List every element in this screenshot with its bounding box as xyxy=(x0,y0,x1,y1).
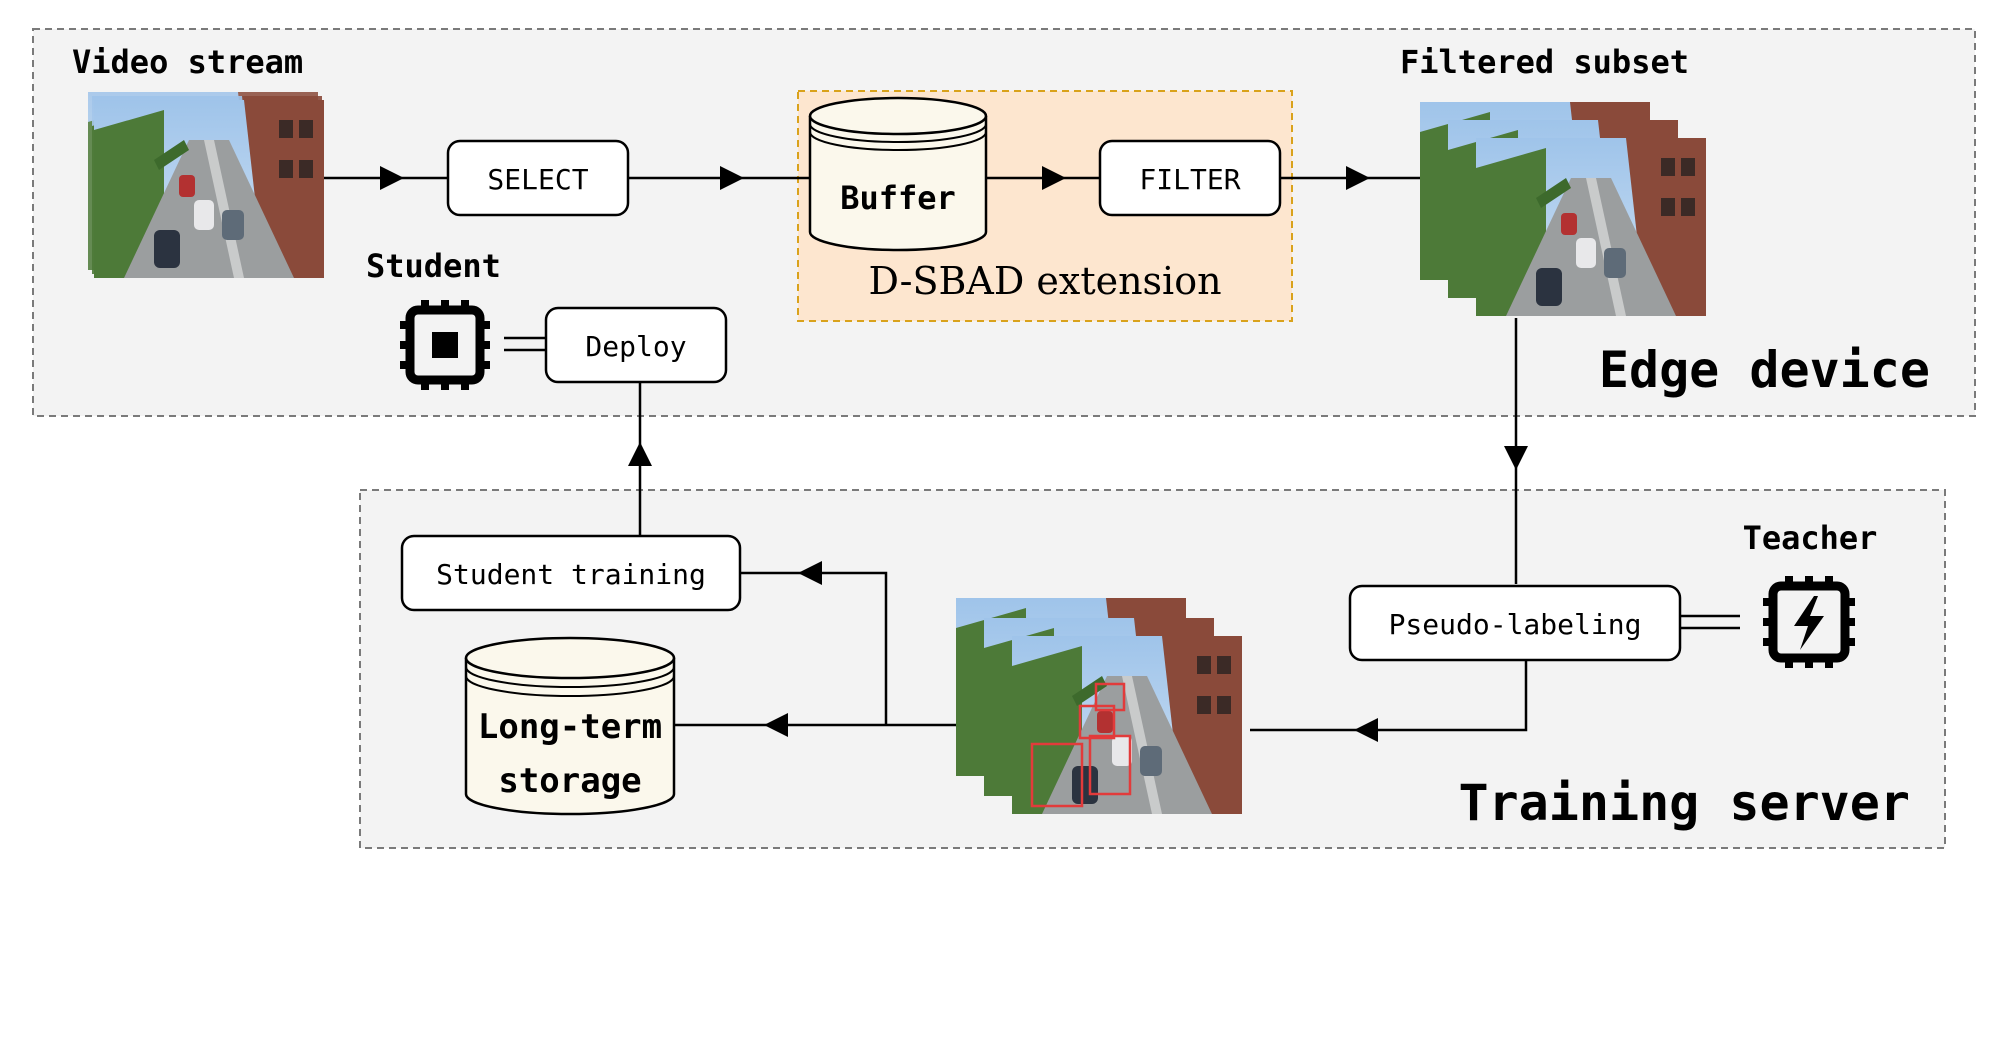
arrowhead-training-to-deploy xyxy=(628,442,652,466)
filter-label: FILTER xyxy=(1139,163,1240,196)
arrowhead-select-to-buffer xyxy=(720,166,744,190)
buffer-cylinder xyxy=(808,96,988,252)
video-stream-label: Video stream xyxy=(72,43,303,81)
student-training-label: Student training xyxy=(436,558,706,591)
filtered-subset-label: Filtered subset xyxy=(1400,43,1689,81)
deploy-box xyxy=(544,306,728,384)
arrowhead-labeled-to-storage xyxy=(764,713,788,737)
teacher-label: Teacher xyxy=(1743,519,1878,557)
arrowhead-labeled-to-training xyxy=(798,561,822,585)
pseudo-labeling-box xyxy=(1348,584,1682,662)
deploy-label: Deploy xyxy=(585,330,686,363)
labeled-frames-icon xyxy=(956,598,1242,814)
long-term-storage-label-line1: Long-term xyxy=(478,707,662,747)
edge-device-label: Edge device xyxy=(1599,341,1930,399)
arrow-labeled-to-training xyxy=(740,571,888,725)
arrowhead-buffer-to-filter xyxy=(1042,166,1066,190)
student-training-box xyxy=(400,534,742,612)
cpu-lightning-chip-icon xyxy=(1763,576,1855,668)
training-server-label: Training server xyxy=(1458,774,1910,832)
long-term-storage-label-line2: storage xyxy=(498,761,641,801)
student-label: Student xyxy=(366,247,501,285)
pseudo-labeling-label: Pseudo-labeling xyxy=(1389,608,1642,641)
cpu-chip-icon xyxy=(400,300,490,390)
arrowhead-subset-to-pseudo xyxy=(1504,446,1528,470)
arrowhead-video-to-select xyxy=(380,166,404,190)
arrow-pseudo-to-labeled xyxy=(1250,660,1528,732)
arrowhead-pseudo-to-labeled xyxy=(1354,718,1378,742)
dsbad-extension-label: D-SBAD extension xyxy=(868,259,1221,303)
arrowhead-filter-to-subset xyxy=(1346,166,1370,190)
video-frames-icon xyxy=(88,92,324,278)
filtered-frames-icon xyxy=(1420,102,1706,316)
long-term-storage-cylinder xyxy=(464,636,676,816)
select-label: SELECT xyxy=(487,163,588,196)
buffer-label: Buffer xyxy=(840,179,956,217)
